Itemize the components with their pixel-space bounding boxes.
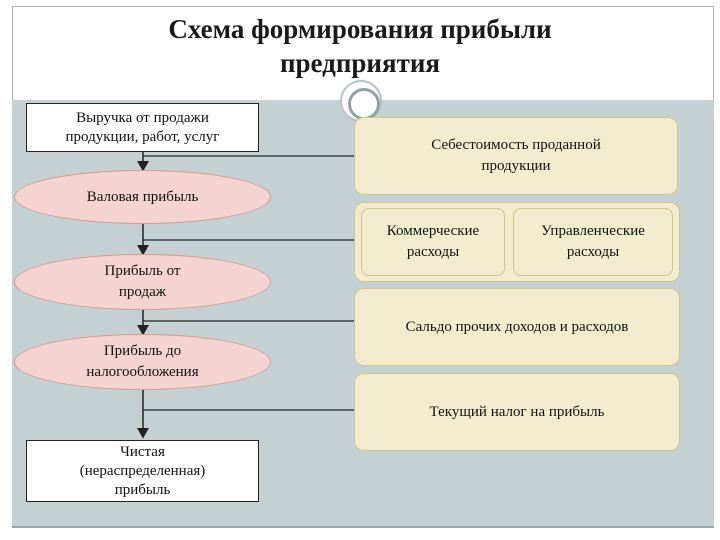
bottom-divider <box>12 526 714 528</box>
admin-expenses-label: Управленческие расходы <box>541 223 645 260</box>
commercial-expenses-label: Коммерческие расходы <box>386 223 480 260</box>
revenue-box: Выручка от продажи продукции, работ, усл… <box>26 103 259 152</box>
title-line-2: предприятия <box>279 48 441 78</box>
pretax-profit-label: Прибыль до налогообложения <box>86 343 199 380</box>
other-balance-label: Сальдо прочих доходов и расходов <box>405 318 629 335</box>
pretax-profit-ellipse: Прибыль до налогообложения <box>14 334 271 390</box>
gross-profit-label: Валовая прибыль <box>86 188 199 205</box>
net-profit-box: Чистая (нераспределенная) прибыль <box>26 440 259 502</box>
page-title: Схема формирования прибыли предприятия <box>60 12 660 80</box>
other-balance-box: Сальдо прочих доходов и расходов <box>354 288 680 366</box>
gross-profit-ellipse: Валовая прибыль <box>14 170 271 224</box>
sales-profit-ellipse: Прибыль от продаж <box>14 254 271 310</box>
commercial-expenses-box: Коммерческие расходы <box>361 208 505 276</box>
admin-expenses-box: Управленческие расходы <box>513 208 673 276</box>
title-line-1: Схема формирования прибыли <box>168 14 552 44</box>
expenses-group: Коммерческие расходы Управленческие расх… <box>354 202 680 282</box>
current-tax-box: Текущий налог на прибыль <box>354 373 680 451</box>
cost-of-sales-label: Себестоимость проданной продукции <box>431 137 601 174</box>
cost-of-sales-box: Себестоимость проданной продукции <box>354 117 678 195</box>
sales-profit-label: Прибыль от продаж <box>104 263 181 300</box>
net-profit-label: Чистая (нераспределенная) прибыль <box>79 443 206 498</box>
current-tax-label: Текущий налог на прибыль <box>429 403 605 420</box>
revenue-label: Выручка от продажи продукции, работ, усл… <box>65 109 220 145</box>
